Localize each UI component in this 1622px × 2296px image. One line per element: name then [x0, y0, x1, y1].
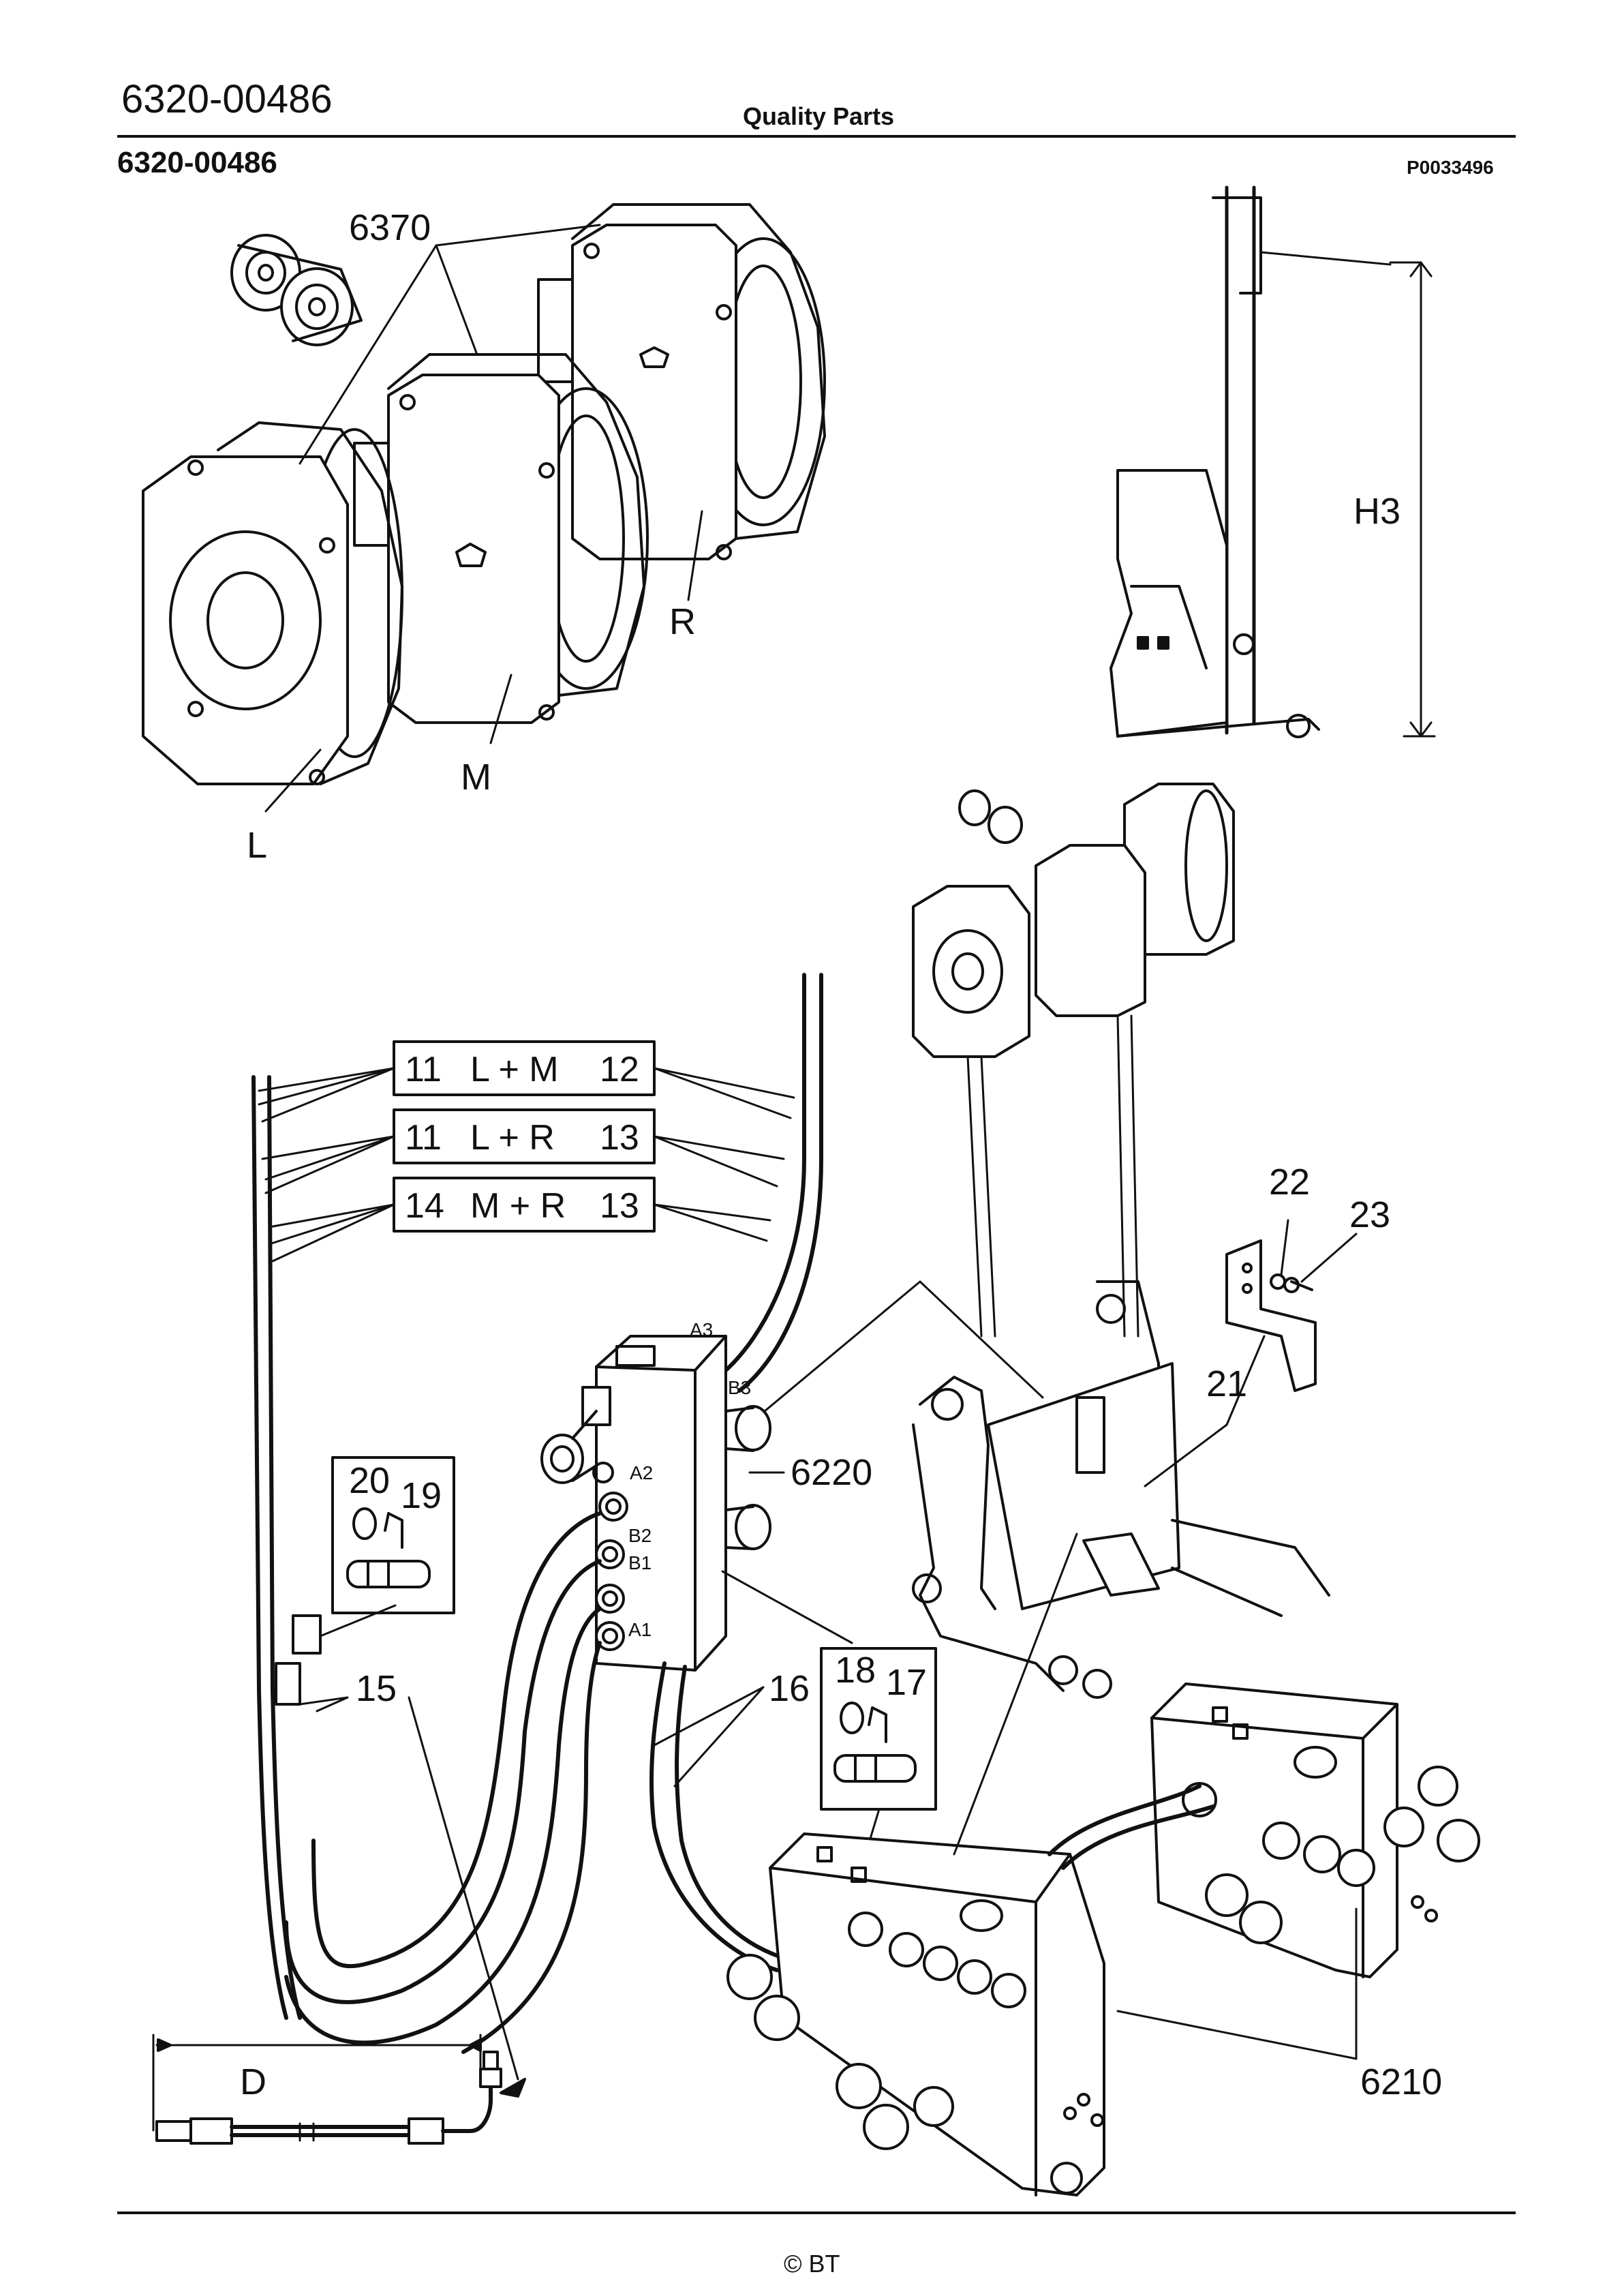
callout-m: M	[461, 757, 491, 798]
callout-6370: 6370	[349, 207, 431, 248]
document-title: Quality Parts	[743, 102, 895, 130]
copyright: © BT	[784, 2250, 840, 2278]
port-b2: B2	[628, 1525, 652, 1546]
hoses-top-right-drawing	[724, 973, 823, 1393]
header-rule	[117, 135, 1516, 138]
port-b1: B1	[628, 1552, 652, 1573]
callout-20: 20	[349, 1460, 390, 1501]
detail-box-20-19	[331, 1456, 455, 1614]
callout-17: 17	[886, 1662, 927, 1703]
cable-reel-l-drawing	[142, 421, 403, 785]
footer-rule	[117, 2211, 1516, 2214]
callout-6210: 6210	[1360, 2061, 1442, 2102]
hoses-left-drawing	[251, 1075, 302, 2020]
combo-left-number: 11	[405, 1118, 442, 1158]
combo-pair: L + R	[470, 1118, 555, 1158]
combo-box-3: 14 M + R 13	[405, 1186, 639, 1226]
detail-box-18-17	[820, 1647, 937, 1856]
combo-right-number: 13	[600, 1118, 639, 1158]
bracket-21-drawing	[1144, 1219, 1358, 1487]
port-a1: A1	[628, 1619, 652, 1640]
callout-15: 15	[356, 1668, 397, 1709]
combo-left-number: 14	[405, 1186, 444, 1226]
hose-combination-boxes	[258, 1040, 795, 1263]
callout-l: L	[247, 825, 267, 866]
cable-reel-r-drawing	[537, 203, 826, 560]
combo-pair: M + R	[470, 1186, 566, 1226]
mast-frame-drawing	[912, 1280, 1330, 1699]
hoses-bottom-drawing	[284, 1511, 806, 2054]
callout-18: 18	[835, 1650, 876, 1691]
callout-22: 22	[1269, 1162, 1310, 1203]
combo-right-number: 13	[600, 1186, 639, 1226]
hose-dimension-d-drawing	[152, 2034, 502, 2145]
callout-16: 16	[769, 1668, 810, 1709]
truck-outline-drawing	[1110, 185, 1436, 738]
combo-box-2: 11 L + R 13	[405, 1118, 639, 1158]
figure-id: P0033496	[1407, 157, 1494, 178]
callout-23: 23	[1349, 1194, 1390, 1235]
mast-reel-assembly-drawing	[912, 783, 1235, 1338]
callout-21: 21	[1206, 1363, 1247, 1404]
combo-left-number: 11	[405, 1050, 442, 1089]
combo-right-number: 12	[600, 1050, 639, 1089]
port-b3: B3	[728, 1377, 751, 1398]
port-a3: A3	[690, 1319, 713, 1340]
callout-h3: H3	[1353, 491, 1401, 532]
fitting-15-drawing	[275, 1604, 526, 2098]
combo-box-1: 11 L + M 12	[405, 1050, 639, 1089]
callout-d: D	[240, 2061, 266, 2102]
combo-pair: L + M	[470, 1050, 559, 1089]
callout-6220: 6220	[791, 1452, 872, 1493]
valve-bank-6210-drawing	[726, 1532, 1480, 2196]
pulley-pair-drawing	[230, 234, 363, 346]
callout-19: 19	[401, 1475, 442, 1516]
callout-r: R	[669, 601, 696, 642]
part-number: 6320-00486	[117, 146, 277, 179]
document-number: 6320-00486	[121, 77, 333, 121]
valve-block-6220-drawing	[540, 1335, 853, 1672]
port-a2: A2	[630, 1462, 653, 1483]
